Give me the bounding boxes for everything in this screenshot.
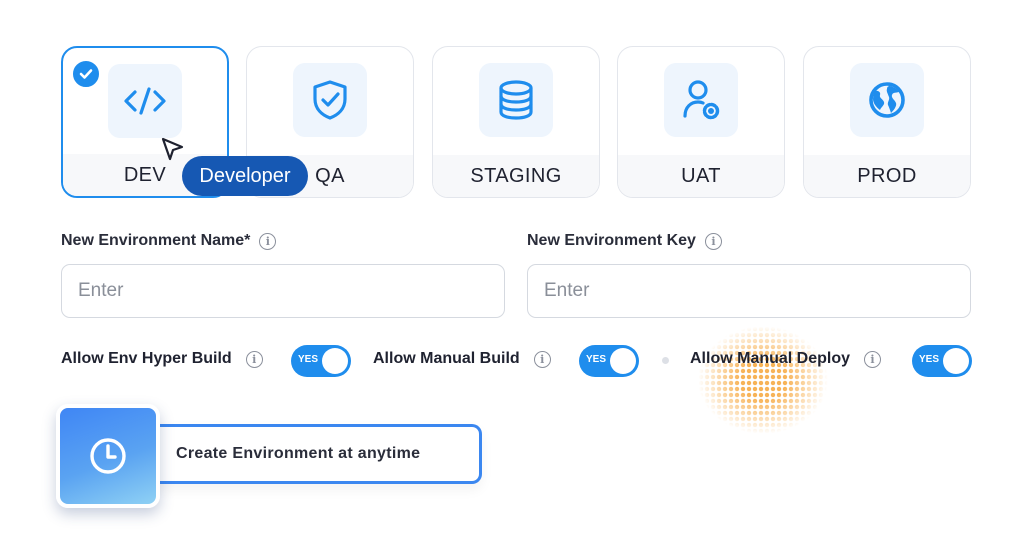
environment-name-label: New Environment Name* i [61, 232, 277, 250]
manual-deploy-toggle-label: Allow Manual Deploy i [690, 350, 882, 368]
environment-name-input[interactable] [61, 264, 505, 318]
create-environment-button[interactable]: Create Environment at anytime [156, 424, 482, 484]
env-card-label: STAGING [433, 155, 599, 197]
toggle-knob [610, 348, 636, 374]
manual-build-label-text: Allow Manual Build [373, 350, 520, 367]
environment-key-label: New Environment Key i [527, 232, 722, 250]
manual-deploy-toggle[interactable]: YES [912, 345, 972, 377]
mouse-cursor-icon [160, 136, 186, 169]
database-icon [479, 63, 553, 137]
manual-build-toggle[interactable]: YES [579, 345, 639, 377]
env-card-label: UAT [618, 155, 784, 197]
toggle-knob [943, 348, 969, 374]
env-card-staging[interactable]: STAGING [432, 46, 600, 198]
hyper-build-toggle-label: Allow Env Hyper Build i [61, 350, 263, 368]
env-card-prod[interactable]: PROD [803, 46, 971, 198]
create-environment-label: Create Environment at anytime [176, 445, 421, 462]
user-gear-icon [664, 63, 738, 137]
separator-dot [662, 357, 669, 364]
manual-deploy-label-text: Allow Manual Deploy [690, 350, 851, 367]
info-icon[interactable]: i [704, 232, 722, 250]
environment-name-label-text: New Environment Name* [61, 232, 251, 249]
info-icon[interactable]: i [245, 350, 263, 368]
environment-key-label-text: New Environment Key [527, 232, 696, 249]
shield-check-icon [293, 63, 367, 137]
clock-icon[interactable] [56, 404, 160, 508]
halftone-decoration [698, 326, 828, 434]
selected-check-icon [71, 59, 101, 89]
manual-build-toggle-label: Allow Manual Build i [373, 350, 551, 368]
info-icon[interactable]: i [864, 350, 882, 368]
toggle-state-text: YES [298, 354, 319, 365]
globe-icon [850, 63, 924, 137]
toggle-state-text: YES [919, 354, 940, 365]
environment-key-input[interactable] [527, 264, 971, 318]
info-icon[interactable]: i [533, 350, 551, 368]
code-icon [108, 64, 182, 138]
toggle-state-text: YES [586, 354, 607, 365]
info-icon[interactable]: i [259, 232, 277, 250]
hyper-build-toggle[interactable]: YES [291, 345, 351, 377]
developer-tooltip: Developer [182, 156, 308, 196]
env-card-uat[interactable]: UAT [617, 46, 785, 198]
toggle-knob [322, 348, 348, 374]
hyper-build-label-text: Allow Env Hyper Build [61, 350, 232, 367]
env-card-label: PROD [804, 155, 970, 197]
